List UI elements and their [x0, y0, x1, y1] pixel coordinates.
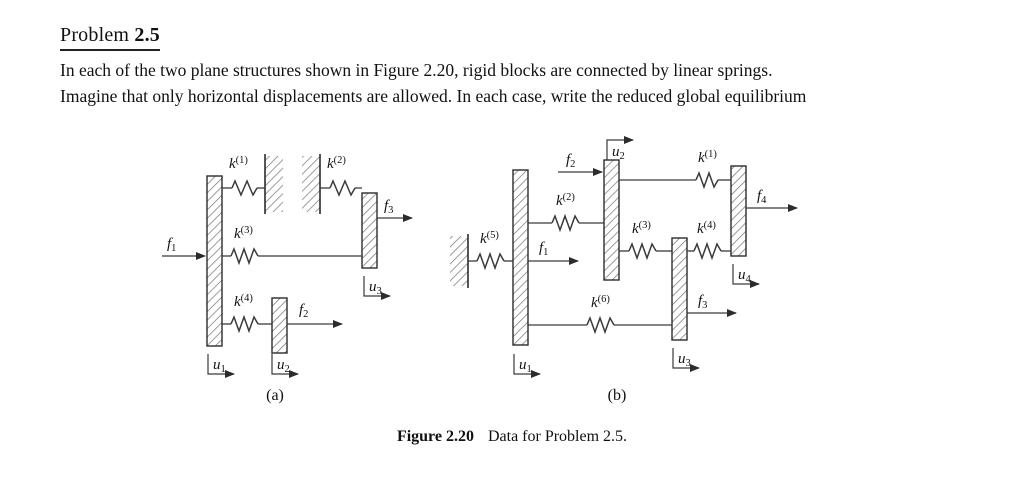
- problem-statement: In each of the two plane structures show…: [60, 58, 965, 110]
- panel-a-disp-u3-sub: 3: [377, 286, 382, 297]
- panel-b-disp-u3-label: u3: [678, 351, 691, 369]
- panel-a-spring-k4: [222, 314, 272, 334]
- panel-b-spring-k1-label: k(1): [698, 149, 717, 166]
- panel-a-force-f3-label: f3: [384, 198, 393, 216]
- panel-a: k(1) k(2) k(3): [162, 154, 413, 404]
- panel-a-block-2: [271, 297, 288, 354]
- problem-line-2: Imagine that only horizontal displacemen…: [60, 85, 807, 106]
- problem-title-number: 2.5: [134, 24, 160, 46]
- panel-b-disp-u2: [606, 136, 634, 160]
- panel-b-force-f2-sub: 2: [570, 159, 575, 170]
- panel-b-spring-k4-sup: (4): [704, 220, 717, 231]
- panel-b-disp-u1-sub: 1: [527, 364, 532, 375]
- panel-b-disp-u4: [732, 264, 760, 288]
- panel-a-force-f3-sub: 3: [388, 205, 393, 216]
- panel-a-spring-k1: [222, 179, 265, 197]
- panel-b-block-2: [603, 159, 620, 281]
- panel-a-block-3: [361, 192, 378, 269]
- figure-svg: k(1) k(2) k(3): [162, 136, 798, 404]
- panel-b-wall-left: [450, 234, 469, 288]
- panel-a-force-f1-label: f1: [167, 236, 176, 254]
- panel-a-disp-u3: [363, 276, 391, 300]
- problem-line-1: In each of the two plane structures show…: [60, 60, 773, 80]
- problem-title-lead: Problem: [60, 24, 130, 46]
- panel-b-disp-u2-label: u2: [612, 144, 625, 162]
- panel-a-wall-left: [264, 154, 283, 214]
- panel-a-disp-u3-label: u3: [369, 279, 382, 297]
- figure-2-20: k(1) k(2) k(3): [0, 128, 1024, 428]
- panel-b-block-1: [512, 169, 529, 346]
- panel-a-spring-k1-label: k(1): [229, 155, 248, 172]
- page-title: Problem 2.5: [60, 24, 160, 51]
- panel-b-spring-k4-label: k(4): [697, 220, 716, 237]
- panel-a-spring-k2: [320, 179, 362, 197]
- panel-b-spring-k6: [528, 315, 672, 335]
- panel-b: k(5) k(2) k(6): [450, 136, 798, 404]
- panel-a-disp-u1-sub: 1: [221, 364, 226, 375]
- figure-caption-text: Data for Problem 2.5.: [487, 428, 628, 445]
- panel-b-disp-u3: [672, 348, 700, 372]
- panel-b-force-f2-label: f2: [566, 152, 575, 170]
- panel-b-spring-k4: [687, 241, 731, 261]
- panel-a-spring-k3-label: k(3): [234, 225, 253, 242]
- panel-b-disp-u1: [513, 354, 541, 378]
- panel-b-force-f1-sub: 1: [543, 247, 548, 258]
- panel-a-disp-u1-label: u1: [213, 357, 226, 375]
- panel-a-force-f1-sub: 1: [171, 243, 176, 254]
- panel-b-spring-k2-label: k(2): [556, 192, 575, 209]
- figure-caption: Figure 2.20 Data for Problem 2.5.: [0, 428, 1024, 446]
- panel-b-spring-k2: [528, 213, 604, 233]
- panel-b-block-3: [671, 237, 688, 341]
- panel-a-spring-k3: [222, 246, 362, 266]
- panel-b-disp-u3-sub: 3: [686, 358, 691, 369]
- panel-b-spring-k3-label: k(3): [632, 220, 651, 237]
- panel-a-spring-k4-label: k(4): [234, 293, 253, 310]
- panel-b-block-4: [730, 165, 747, 257]
- panel-b-disp-u1-label: u1: [519, 357, 532, 375]
- panel-b-force-f3-label: f3: [698, 293, 707, 311]
- panel-a-disp-u2: [271, 354, 299, 378]
- panel-b-disp-u2-sub: 2: [620, 151, 625, 162]
- panel-a-spring-k2-sup: (2): [334, 155, 347, 166]
- panel-b-spring-k6-sup: (6): [598, 294, 611, 305]
- panel-a-force-f2-label: f2: [299, 302, 308, 320]
- panel-a-spring-k2-label: k(2): [327, 155, 346, 172]
- panel-b-force-f1-label: f1: [539, 240, 548, 258]
- panel-b-spring-k1-sup: (1): [705, 149, 718, 160]
- panel-b-spring-k5-label: k(5): [480, 230, 499, 247]
- panel-b-id: (b): [608, 387, 627, 404]
- panel-b-force-f4-label: f4: [757, 188, 767, 206]
- panel-b-spring-k5-sup: (5): [487, 230, 500, 241]
- panel-b-spring-k2-sup: (2): [563, 192, 576, 203]
- panel-b-force-f4-sub: 4: [761, 195, 767, 206]
- panel-b-disp-u4-label: u4: [738, 267, 752, 285]
- panel-a-disp-u1: [207, 354, 235, 378]
- panel-a-spring-k3-sup: (3): [241, 225, 254, 236]
- panel-b-spring-k6-label: k(6): [591, 294, 610, 311]
- panel-a-id: (a): [266, 387, 284, 404]
- panel-a-spring-k1-sup: (1): [236, 155, 249, 166]
- panel-a-force-f2-sub: 2: [303, 309, 308, 320]
- panel-a-block-1: [206, 175, 223, 347]
- panel-b-disp-u4-sub: 4: [746, 274, 752, 285]
- figure-caption-label: Figure 2.20: [396, 428, 474, 445]
- panel-a-spring-k4-sup: (4): [241, 293, 254, 304]
- panel-b-spring-k3: [619, 241, 672, 261]
- panel-b-spring-k3-sup: (3): [639, 220, 652, 231]
- panel-b-spring-k1: [619, 170, 731, 190]
- panel-b-force-f3-sub: 3: [702, 300, 707, 311]
- panel-a-disp-u2-sub: 2: [285, 364, 290, 375]
- panel-a-wall-right: [302, 154, 321, 214]
- panel-b-spring-k5: [468, 251, 513, 271]
- panel-a-disp-u2-label: u2: [277, 357, 290, 375]
